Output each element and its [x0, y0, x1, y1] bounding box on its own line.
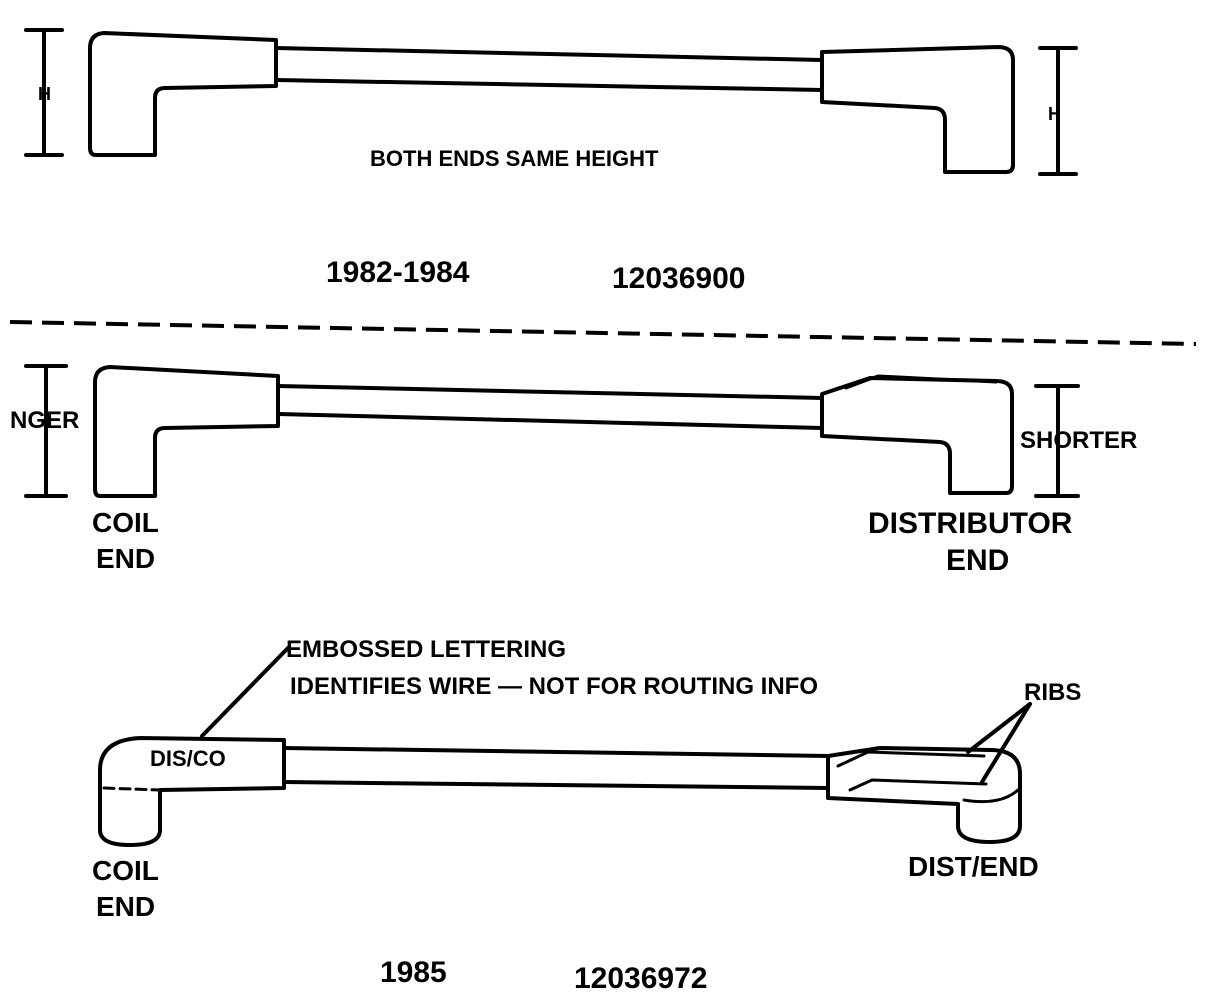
year-1985: 1985 [380, 956, 447, 989]
dis-co-boot-text: DIS/CO [150, 746, 226, 771]
dist-end-label: DIST/END [908, 851, 1039, 882]
left-longer-dimension [24, 364, 68, 498]
wire-1982-1984: H H BOTH ENDS SAME HEIGHT 1982-1984 1203… [24, 28, 1078, 295]
part-number-12036972: 12036972 [574, 962, 707, 995]
longer-label: NGER [10, 407, 79, 434]
years-1982-1984: 1982-1984 [326, 256, 470, 289]
distributor-end-label-line2: END [946, 544, 1009, 577]
distributor-boot-1985 [826, 746, 1022, 844]
wire-cable [274, 46, 824, 92]
embossed-lettering-line1: EMBOSSED LETTERING [286, 636, 566, 663]
same-height-caption: BOTH ENDS SAME HEIGHT [370, 146, 659, 171]
rib-upper [836, 750, 986, 768]
rib-lower [848, 778, 988, 792]
h-label-left: H [38, 84, 51, 104]
part-number-12036900: 12036900 [612, 262, 745, 295]
wire-different-heights: NGER SHORTER COIL END DISTRIBUTOR END [10, 364, 1137, 577]
distributor-end-label-line1: DISTRIBUTOR [868, 507, 1073, 540]
coil-boot [93, 365, 280, 498]
ribs-leader-lines [966, 702, 1032, 784]
coil-end-label-line1: COIL [92, 507, 159, 538]
right-boot [820, 45, 1015, 174]
embossed-lettering-line2: IDENTIFIES WIRE — NOT FOR ROUTING INFO [290, 673, 818, 700]
distributor-boot-taper [844, 374, 998, 390]
wire-cable-1985 [282, 746, 830, 790]
coil-end-1985-line2: END [96, 891, 155, 922]
shorter-label: SHORTER [1020, 427, 1137, 454]
right-height-dimension [1038, 46, 1078, 176]
embossed-leader-line [200, 646, 290, 738]
coil-boot-1985 [98, 736, 286, 847]
right-shorter-dimension [1034, 384, 1080, 498]
coil-end-label-line2: END [96, 543, 155, 574]
left-height-dimension [24, 28, 64, 157]
coil-end-1985-line1: COIL [92, 855, 159, 886]
h-label-right: H [1048, 104, 1061, 124]
distributor-boot [820, 376, 1014, 495]
section-divider [9, 320, 1197, 346]
left-boot [88, 31, 278, 157]
wire-1985: EMBOSSED LETTERING IDENTIFIES WIRE — NOT… [92, 636, 1081, 995]
ribs-label: RIBS [1024, 679, 1081, 706]
wire-cable-middle [276, 384, 824, 430]
